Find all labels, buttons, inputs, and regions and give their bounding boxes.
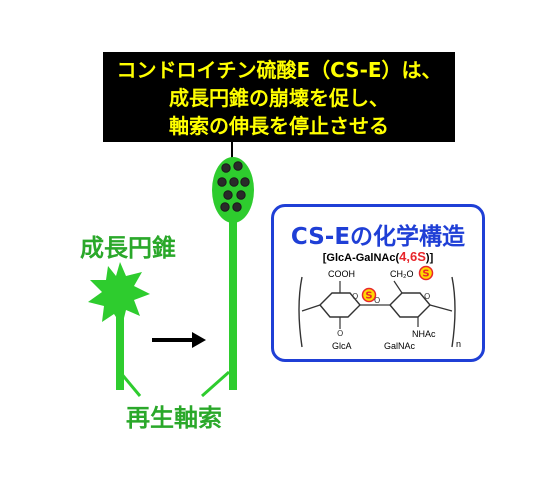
sulfate-6-marker: S [418, 265, 434, 281]
cse-dot [233, 161, 243, 171]
svg-text:O: O [374, 296, 380, 305]
sulfate-4-marker: S [361, 287, 377, 303]
disaccharide-structure: O O O O S S [298, 265, 456, 348]
nhac-label: NHAc [412, 329, 436, 339]
formula-suffix: )] [425, 252, 434, 264]
galnac-label: GalNAc [384, 341, 416, 351]
cse-dot [217, 177, 227, 187]
growth-cone-with-cse [212, 157, 254, 223]
cse-dot [223, 190, 233, 200]
regenerating-axon-label: 再生軸索 [126, 404, 222, 432]
right-axon [229, 210, 237, 390]
cse-dot [240, 177, 250, 187]
sulfate-6-label: S [422, 269, 429, 280]
axon-pointer-right [201, 370, 230, 398]
callout-line-3: 軸索の伸長を停止させる [169, 114, 389, 138]
cse-structure-box: CS-Eの化学構造 [GlcA-GalNAc(4,6S)] O O O O S … [271, 204, 485, 362]
cse-dots [217, 161, 250, 212]
svg-text:O: O [424, 292, 430, 301]
cse-dot [232, 202, 242, 212]
cse-dot [236, 190, 246, 200]
svg-text:O: O [352, 292, 358, 301]
cse-structure-title: CS-Eの化学構造 [290, 224, 466, 250]
left-axon [116, 300, 124, 390]
cooh-label: COOH [328, 269, 355, 279]
growth-cone-label: 成長円錐 [80, 234, 176, 262]
galnac-glycosidic-right [429, 304, 453, 312]
callout-box: コンドロイチン硫酸E（CS-E）は、 成長円錐の崩壊を促し、 軸索の伸長を停止さ… [103, 52, 455, 142]
arrow-head [192, 332, 206, 348]
glca-glycosidic-left [301, 304, 321, 312]
ch2o-label: CH₂O [390, 269, 414, 279]
axon-pointer-left [118, 371, 142, 397]
galnac-c6-bond [393, 280, 403, 294]
repeat-subscript-n: n [456, 339, 462, 349]
formula-prefix: [GlcA-GalNAc( [322, 252, 400, 264]
glca-label: GlcA [332, 341, 352, 351]
callout-line-1: コンドロイチン硫酸E（CS-E）は、 [116, 58, 442, 82]
repeating-unit-formula: [GlcA-GalNAc(4,6S)] [274, 249, 482, 264]
bracket-left [298, 276, 303, 348]
cse-dot [220, 202, 230, 212]
cse-dot [229, 177, 239, 187]
formula-sulfation: 4,6S [399, 249, 426, 264]
svg-text:O: O [337, 329, 343, 338]
sulfate-4-label: S [365, 291, 372, 302]
bracket-right [451, 276, 456, 348]
cse-dot [221, 163, 231, 173]
collapsed-growth-cone [88, 262, 150, 326]
callout-line-2: 成長円錐の崩壊を促し、 [169, 86, 389, 110]
